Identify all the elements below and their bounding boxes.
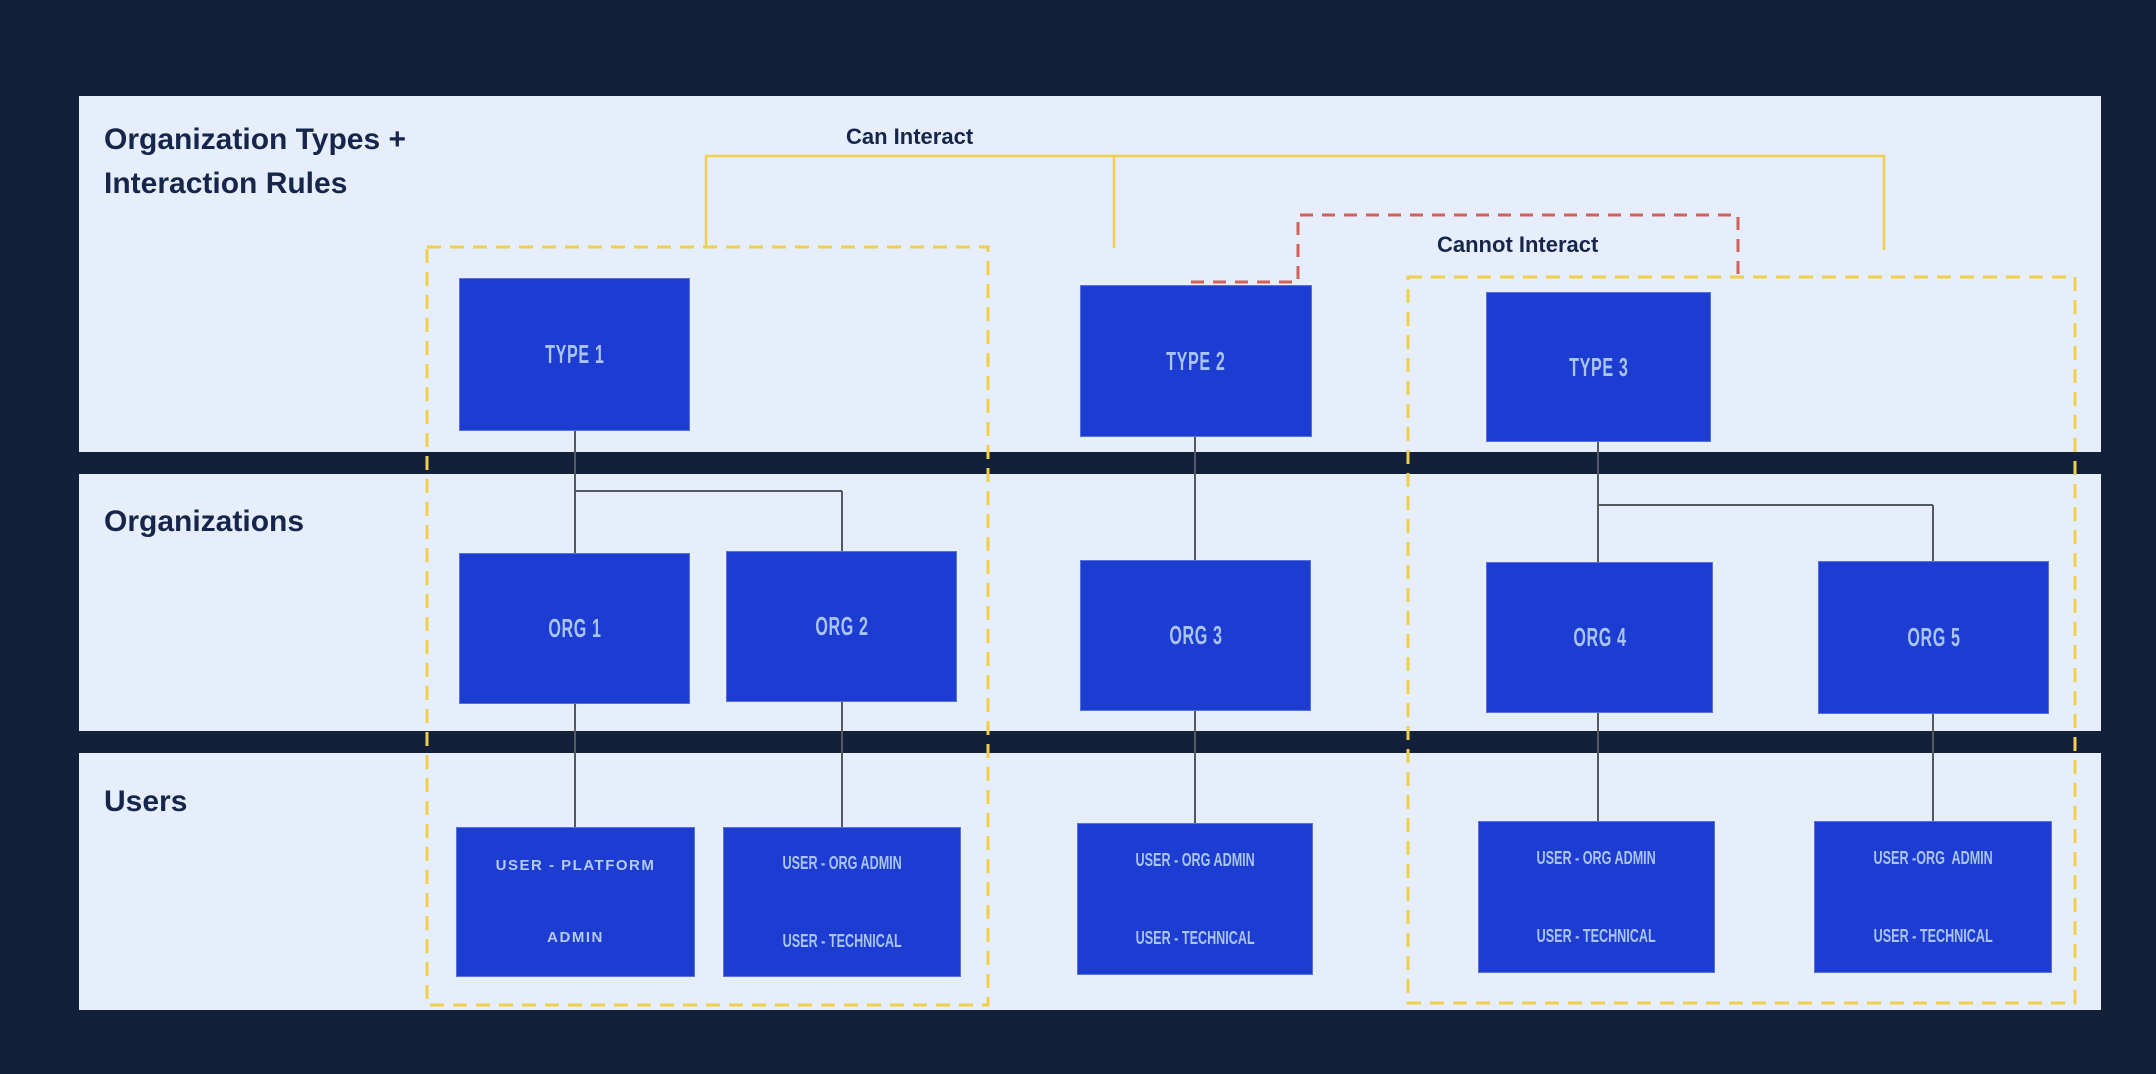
user-5-line1: USER -ORG ADMIN	[1873, 848, 1993, 868]
page-title-line1: Organization Types +	[104, 123, 407, 156]
type-2-label: TYPE 2	[1166, 345, 1226, 376]
user-1-line2: ADMIN	[547, 929, 604, 946]
user-3-label: USER - ORG ADMIN USER - TECHNICAL	[1135, 795, 1254, 1003]
user-1-line1: USER - PLATFORM	[495, 857, 656, 874]
user-4-label: USER - ORG ADMIN USER - TECHNICAL	[1537, 793, 1656, 1001]
user-4-line2: USER - TECHNICAL	[1537, 926, 1656, 946]
user-2-line1: USER - ORG ADMIN	[782, 853, 902, 873]
user-4-line1: USER - ORG ADMIN	[1536, 848, 1657, 868]
type-3-node: TYPE 3	[1486, 292, 1711, 442]
org-1-node: ORG 1	[459, 553, 690, 704]
org-4-node: ORG 4	[1486, 562, 1713, 713]
user-3-line1: USER - ORG ADMIN	[1135, 850, 1255, 870]
user-5-line2: USER - TECHNICAL	[1873, 926, 1993, 946]
users-heading: Users	[104, 785, 188, 818]
user-2-label: USER - ORG ADMIN USER - TECHNICAL	[782, 798, 901, 1006]
org-3-node: ORG 3	[1080, 560, 1311, 711]
cannot-interact-label: Cannot Interact	[1437, 232, 1599, 257]
user-3-line2: USER - TECHNICAL	[1135, 928, 1255, 948]
org-1-label: ORG 1	[547, 613, 602, 643]
type-1-node: TYPE 1	[459, 278, 690, 431]
type-3-label: TYPE 3	[1568, 351, 1629, 382]
page-title: Organization Types + Interaction Rules	[104, 118, 406, 206]
page-title-line2: Interaction Rules	[104, 167, 348, 200]
org-4-label: ORG 4	[1572, 622, 1627, 652]
org-2-node: ORG 2	[726, 551, 957, 702]
user-2-line2: USER - TECHNICAL	[782, 931, 902, 951]
org-2-label: ORG 2	[814, 611, 869, 641]
org-5-label: ORG 5	[1906, 622, 1961, 652]
user-platform-admin-node: USER - PLATFORM ADMIN	[456, 827, 695, 977]
type-2-node: TYPE 2	[1080, 285, 1312, 437]
user-5-label: USER -ORG ADMIN USER - TECHNICAL	[1873, 793, 1992, 1001]
user-node-org2: USER - ORG ADMIN USER - TECHNICAL	[723, 827, 961, 977]
can-interact-label: Can Interact	[846, 124, 974, 149]
type-1-label: TYPE 1	[544, 339, 605, 369]
org-5-node: ORG 5	[1818, 561, 2049, 714]
org-3-label: ORG 3	[1168, 620, 1223, 650]
user-node-org3: USER - ORG ADMIN USER - TECHNICAL	[1077, 823, 1313, 975]
user-node-org5: USER -ORG ADMIN USER - TECHNICAL	[1814, 821, 2052, 973]
user-1-label: USER - PLATFORM ADMIN	[496, 806, 656, 998]
user-node-org4: USER - ORG ADMIN USER - TECHNICAL	[1478, 821, 1715, 973]
organizations-heading: Organizations	[104, 505, 305, 538]
